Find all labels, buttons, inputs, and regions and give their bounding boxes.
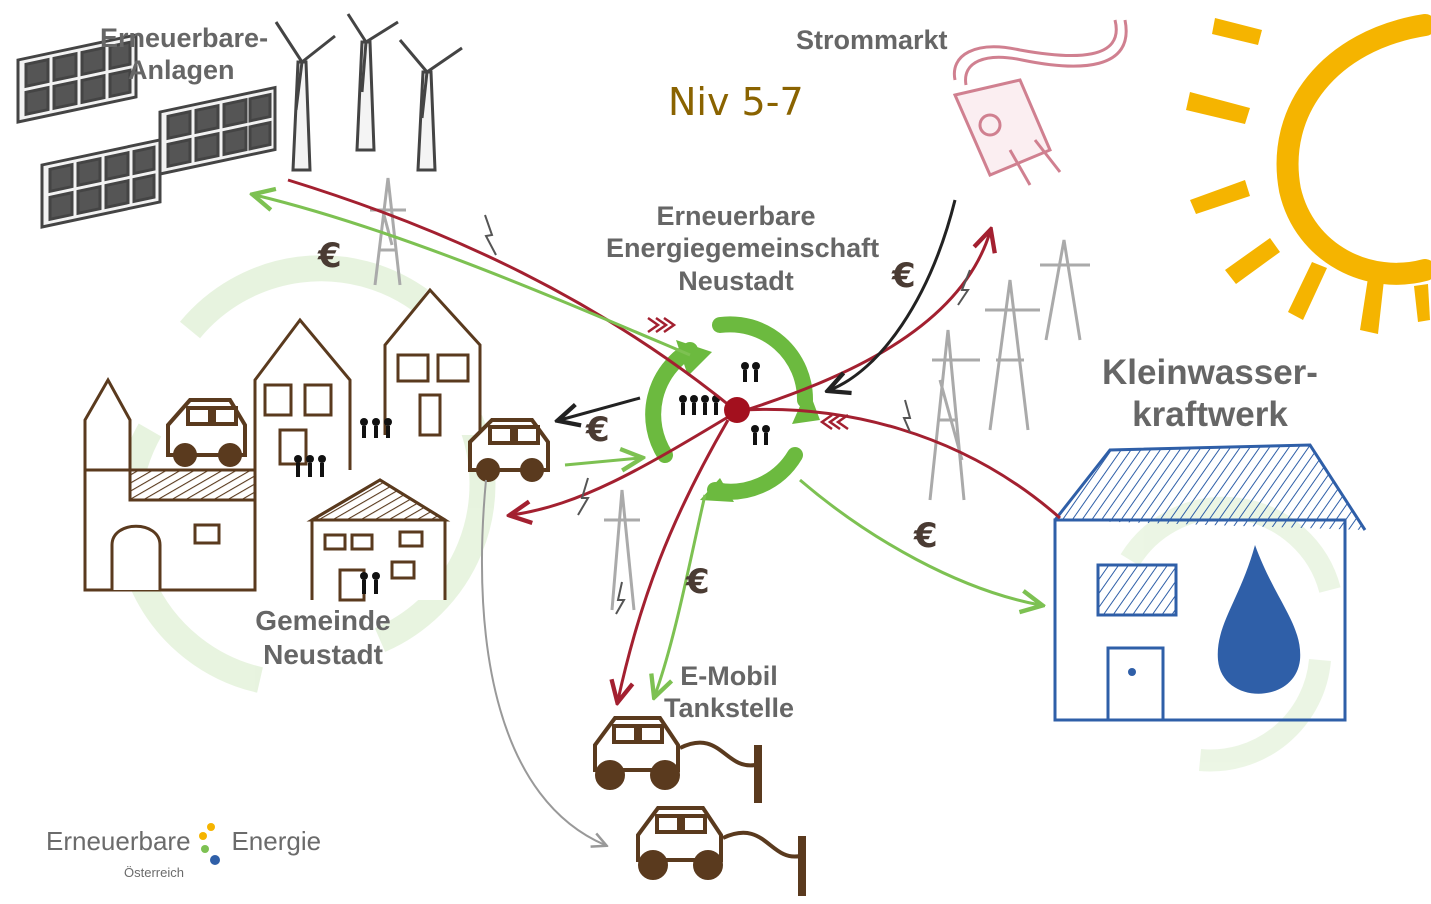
charging-label: E-Mobil Tankstelle	[664, 660, 794, 725]
money-charging-to-community	[655, 494, 707, 695]
logo-dots-icon	[199, 823, 220, 865]
euro-icon: €	[586, 410, 610, 450]
logo-subtitle: Österreich	[124, 865, 184, 880]
market-label: Strommarkt	[796, 25, 948, 55]
logo-word-1: Erneuerbare	[46, 826, 191, 856]
charging-car-icon	[593, 716, 806, 896]
hydro-power-plant-icon	[1053, 443, 1367, 722]
euro-icon: €	[318, 236, 342, 276]
power-plug-icon	[952, 19, 1128, 186]
renewables-label: Erneuerbare- Anlagen	[100, 22, 268, 87]
village-houses-icon	[83, 287, 482, 602]
money-community-to-hydro	[799, 478, 1040, 605]
euro-icon: €	[914, 516, 938, 556]
charging-label-line2: Tankstelle	[664, 693, 795, 724]
hydro-label-line2: kraftwerk	[1132, 395, 1288, 434]
flow-community-to-market	[739, 232, 990, 414]
money-community-to-renewables	[255, 195, 691, 357]
renewables-label-line1: Erneuerbare-	[100, 23, 269, 53]
flow-hydro-to-community	[741, 407, 1061, 520]
community-label-line1: Erneuerbare	[656, 201, 816, 231]
community-people-icon	[679, 362, 770, 445]
municipality-label-line2: Neustadt	[263, 638, 383, 670]
renewables-label-line2: Anlagen	[128, 55, 235, 86]
flow-community-to-village	[512, 412, 734, 515]
community-label: Erneuerbare Energiegemeinschaft Neustadt	[606, 200, 880, 297]
erneuerbare-energie-logo: Erneuerbare Energie Österreich	[46, 822, 322, 880]
flow-renewables-to-community	[287, 178, 736, 412]
wind-turbine-icon	[274, 13, 463, 172]
community-hub-node	[724, 397, 750, 423]
money-flow-arrows	[255, 195, 1040, 695]
flow-community-to-charging	[618, 419, 730, 700]
municipality-label: Gemeinde Neustadt	[248, 604, 398, 671]
money-community-to-village	[560, 396, 641, 420]
money-market-to-community	[830, 199, 957, 390]
charging-label-line1: E-Mobil	[680, 661, 778, 691]
solar-panel-icon	[16, 33, 277, 229]
people-icon	[294, 418, 392, 594]
power-pylon-icon	[370, 177, 1090, 611]
community-label-line3: Neustadt	[678, 265, 794, 296]
energy-flow-arrows	[287, 178, 1061, 700]
euro-icon: €	[686, 562, 710, 602]
triple-chevron-markers	[647, 316, 849, 431]
page-title: Niv 5-7	[668, 80, 804, 124]
car-to-charging-arrow	[481, 479, 605, 845]
recycle-arrowheads	[676, 340, 820, 502]
money-village-to-community	[564, 458, 640, 465]
sun-icon	[1186, 14, 1431, 334]
hydro-label: Kleinwasser- kraftwerk	[1100, 352, 1320, 436]
lightning-icon	[484, 214, 971, 615]
municipality-label-line1: Gemeinde	[255, 605, 391, 636]
car-icon	[166, 398, 550, 482]
euro-icon: €	[892, 256, 916, 296]
community-label-line2: Energiegemeinschaft	[606, 233, 880, 264]
hydro-label-line1: Kleinwasser-	[1102, 353, 1318, 392]
logo-word-2: Energie	[231, 826, 322, 856]
